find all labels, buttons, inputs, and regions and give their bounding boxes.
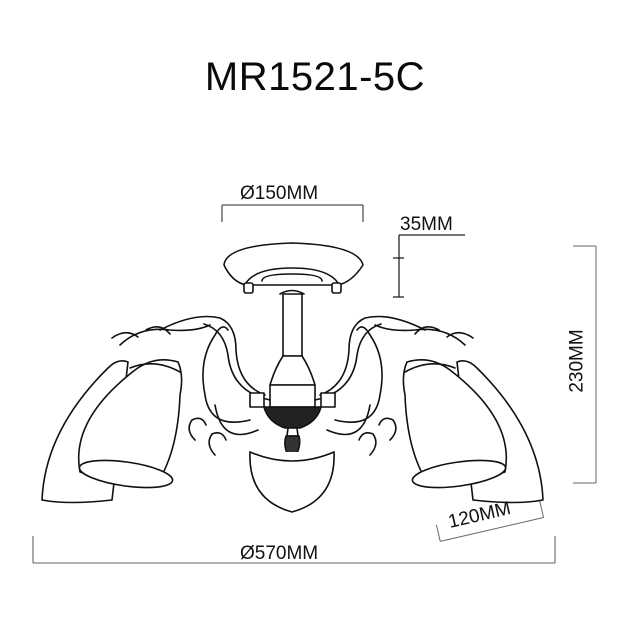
canopy-diameter-dimension: [221, 204, 364, 222]
center-bowl: [249, 451, 335, 513]
canopy-height-dimension: [393, 234, 465, 298]
left-front-shade: [77, 359, 183, 489]
chandelier: [41, 242, 544, 513]
right-front-shade: [402, 359, 508, 489]
center-body: [269, 355, 316, 386]
left-arms: [111, 315, 271, 456]
total-diameter-label: Ø570MM: [240, 543, 319, 564]
shade-length-dimension: [435, 500, 545, 542]
canopy-height-label: 35MM: [400, 214, 453, 235]
total-height-label: 230MM: [566, 329, 588, 393]
total-diameter-dimension: [32, 536, 556, 564]
canopy-diameter-label: Ø150MM: [240, 183, 319, 204]
stem: [282, 293, 303, 357]
canopy: [223, 242, 364, 295]
right-arms: [314, 315, 474, 456]
model-title: MR1521-5C: [204, 55, 426, 99]
total-height-dimension: [573, 245, 597, 484]
